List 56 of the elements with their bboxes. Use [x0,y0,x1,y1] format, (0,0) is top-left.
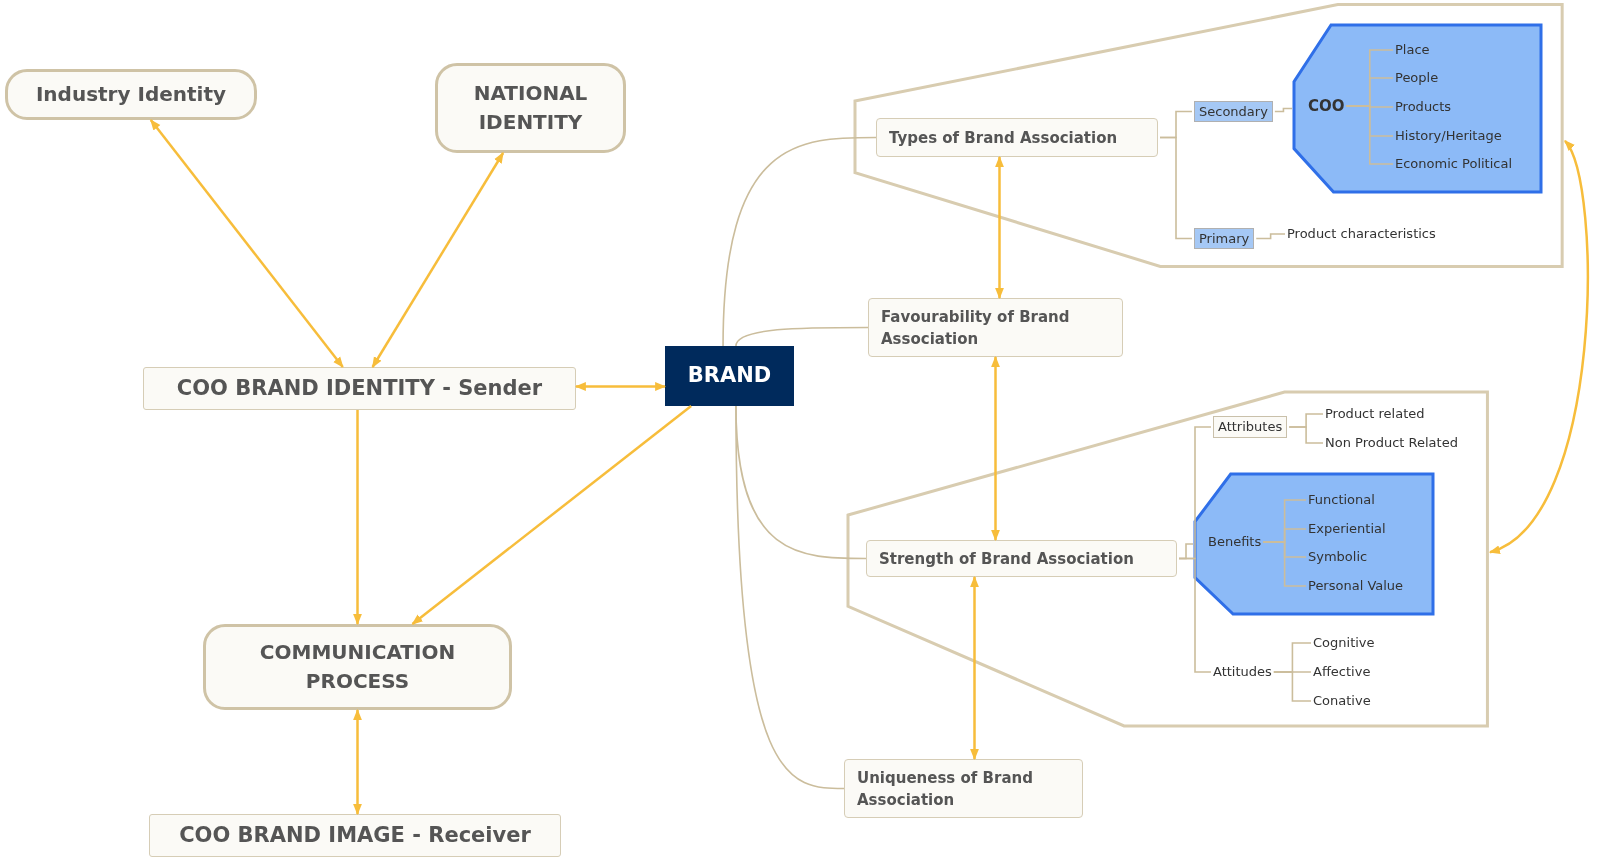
connector-line [1255,233,1286,240]
tree-item: Attitudes [1213,663,1272,681]
arrow [991,355,1000,542]
tree-item: Symbolic [1308,548,1368,566]
arrow [371,152,505,368]
tree-item: Benefits [1208,533,1262,551]
connector-line [1159,136,1193,240]
arrow [353,410,362,626]
arrow [411,405,692,625]
hexagon-panel [1294,25,1541,192]
arrow [574,382,667,391]
concept-pill: Industry Identity [5,69,257,120]
concept-box: Favourability of Brand Association [868,298,1123,357]
arrow [995,155,1004,300]
tree-item: Experiential [1308,520,1386,538]
concept-box: Types of Brand Association [876,118,1158,157]
tree-item: Affective [1313,663,1371,681]
concept-box: Uniqueness of Brand Association [844,759,1083,818]
funnel-panel [855,3,1565,268]
arrow [1489,139,1589,554]
tree-item: Place [1395,41,1430,59]
arrow [970,575,979,761]
funnel-panel [848,390,1490,728]
tree-item: Product related [1325,405,1425,423]
connector-line [1274,107,1293,113]
concept-box: Strength of Brand Association [866,540,1177,577]
tree-item: Personal Value [1308,577,1404,595]
connector-line [1288,426,1324,444]
tree-item: Functional [1308,491,1375,509]
tree-item: History/Heritage [1395,127,1502,145]
connector-line [1178,557,1212,673]
concept-pill: COMMUNICATION PROCESS [203,624,512,710]
tree-item: Economic Political [1395,155,1513,173]
concept-box: COO BRAND IMAGE - Receiver [149,814,561,857]
arrow [149,119,344,368]
concept-box: COO BRAND IDENTITY - Sender [143,367,576,410]
tree-item: Cognitive [1313,634,1375,652]
tree-item: COO [1308,96,1345,116]
connector-line [735,326,869,347]
tree-item: Products [1395,98,1452,116]
tree-item: Product characteristics [1287,225,1436,243]
highlighted-label: Secondary [1194,101,1273,122]
tree-item: Conative [1313,692,1371,710]
brand-box: BRAND [665,346,794,406]
tree-item: Non Product Related [1325,434,1458,452]
connector-line [1345,105,1394,165]
highlighted-label: Primary [1194,228,1255,249]
connector-line [735,405,845,790]
connector-line [1262,541,1307,587]
tree-label: Attributes [1213,416,1288,438]
tree-item: People [1395,69,1439,87]
concept-pill: NATIONAL IDENTITY [435,63,626,153]
hexagon-panel [1195,474,1433,614]
connector-line [722,136,877,347]
connector-line [1273,671,1312,702]
arrow [353,708,362,816]
